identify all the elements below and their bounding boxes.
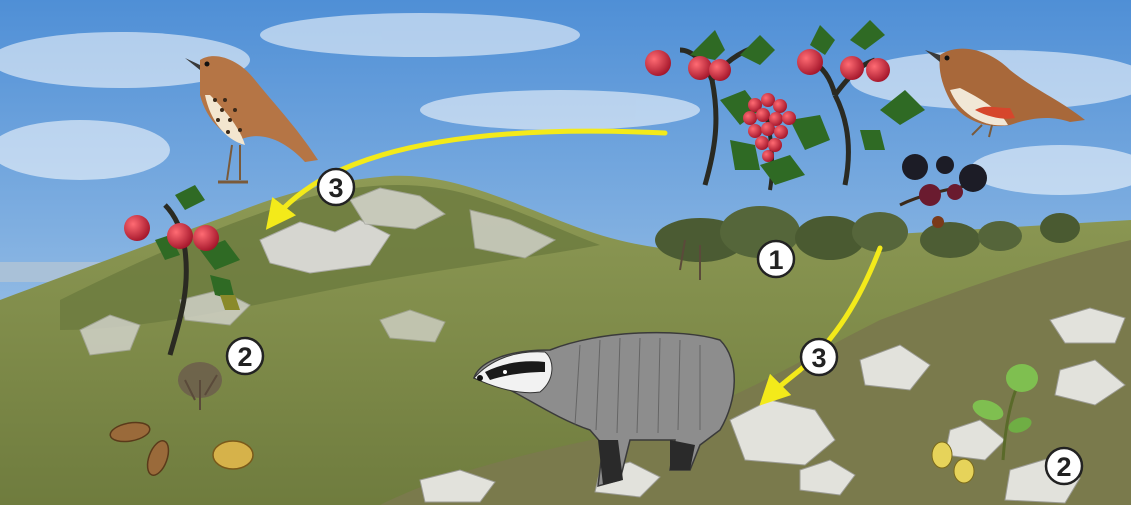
marker-2-right: 2 bbox=[1046, 448, 1082, 484]
marker-2-left: 2 bbox=[227, 338, 263, 374]
marker-3-right-label: 3 bbox=[811, 343, 826, 373]
marker-3-right: 3 bbox=[801, 339, 837, 375]
marker-2-right-label: 2 bbox=[1056, 452, 1071, 482]
marker-1-label: 1 bbox=[768, 245, 783, 275]
marker-3-left: 3 bbox=[318, 169, 354, 205]
marker-1: 1 bbox=[758, 241, 794, 277]
marker-3-left-label: 3 bbox=[328, 173, 343, 203]
marker-2-left-label: 2 bbox=[237, 342, 252, 372]
